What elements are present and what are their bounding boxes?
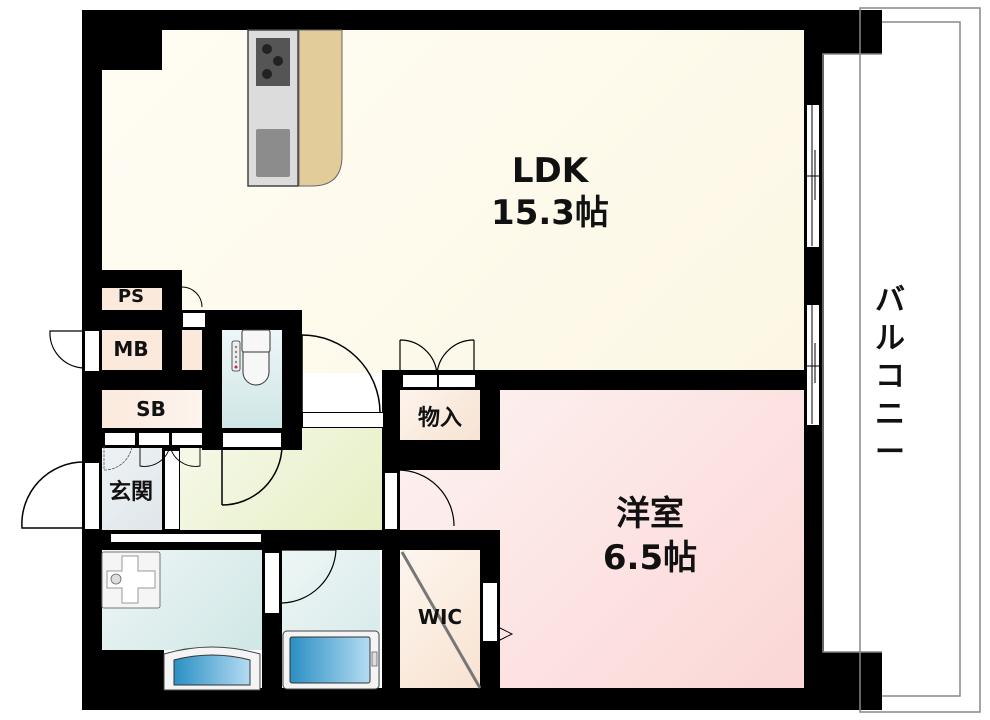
- wall-top: [82, 10, 882, 30]
- kitchen-counter: [298, 29, 343, 187]
- ldk-label: LDK 15.3帖: [470, 150, 630, 234]
- door-opening-ldk: [302, 412, 384, 428]
- closet-label: 物入: [417, 406, 462, 431]
- ps-label: PS: [117, 286, 145, 307]
- sb-label: SB: [136, 397, 166, 421]
- door-opening-mb-left: [84, 330, 100, 372]
- bedroom-window-2: [806, 304, 820, 426]
- door-opening-sb-1: [104, 432, 136, 446]
- western-room-label: 洋室 6.5帖: [570, 492, 730, 580]
- ldk-name: LDK: [511, 151, 589, 191]
- mb-label: MB: [113, 337, 149, 361]
- balcony-outer-outline: [859, 7, 981, 713]
- door-opening-bath: [264, 552, 280, 614]
- wall-right-top-block: [804, 10, 882, 54]
- door-opening-closet-2: [438, 374, 476, 388]
- mb-door-swing: [49, 330, 85, 369]
- closet-floor: [400, 388, 480, 440]
- door-opening-ps: [182, 312, 206, 328]
- ps-floor: [100, 288, 162, 310]
- wall-ps-mb: [82, 310, 182, 330]
- closet-door-swing-left: [399, 339, 438, 375]
- ldk-door-swing: [301, 334, 381, 413]
- bath-door-swing: [281, 549, 337, 604]
- door-opening-entrance-hall: [164, 450, 180, 530]
- wall-toilet-left: [202, 310, 222, 450]
- mb2-floor: [180, 330, 202, 370]
- wall-closet-bottom: [382, 440, 500, 470]
- wall-right-bottom-block: [804, 652, 882, 710]
- door-opening-wic: [482, 582, 498, 642]
- door-opening-sb-3: [171, 432, 203, 446]
- door-opening-bedroom: [384, 472, 398, 530]
- balcony-label: バ ル コ ニ ー: [875, 283, 905, 470]
- toilet-bowl-icon: [242, 351, 270, 386]
- sb-floor: [100, 390, 202, 430]
- ps-door-swing: [181, 286, 203, 308]
- door-opening-entrance-left: [84, 462, 100, 530]
- door-opening-sb-2: [138, 432, 170, 446]
- wall-ps-top: [82, 270, 182, 288]
- door-opening-toilet: [222, 432, 282, 448]
- mb-floor: [100, 330, 162, 370]
- stove-icon: [256, 38, 290, 86]
- ldk-area: 15.3帖: [491, 193, 609, 233]
- toilet-door-swing: [221, 445, 283, 506]
- balcony-inner-outline: [882, 21, 961, 697]
- closet-door-swing-right: [436, 339, 475, 375]
- wic-label: WIC: [417, 605, 463, 629]
- entrance-door-swing: [21, 461, 85, 529]
- bedroom-door-swing: [397, 469, 455, 527]
- toilet-tank: [241, 329, 271, 353]
- wall-toilet-right: [282, 310, 302, 450]
- wall-bottom: [82, 688, 882, 710]
- wic-hanger-pipe: [400, 551, 482, 689]
- washroom-sliding-door-track: [110, 533, 262, 543]
- door-opening-closet-1: [402, 374, 438, 388]
- sink-icon: [256, 129, 290, 177]
- wall-mb-sb: [82, 370, 222, 390]
- western-room-name: 洋室: [616, 494, 684, 534]
- wall-washroom-bottom-left: [82, 650, 164, 710]
- entrance-label: 玄関: [108, 480, 153, 505]
- western-room-area: 6.5帖: [602, 538, 698, 578]
